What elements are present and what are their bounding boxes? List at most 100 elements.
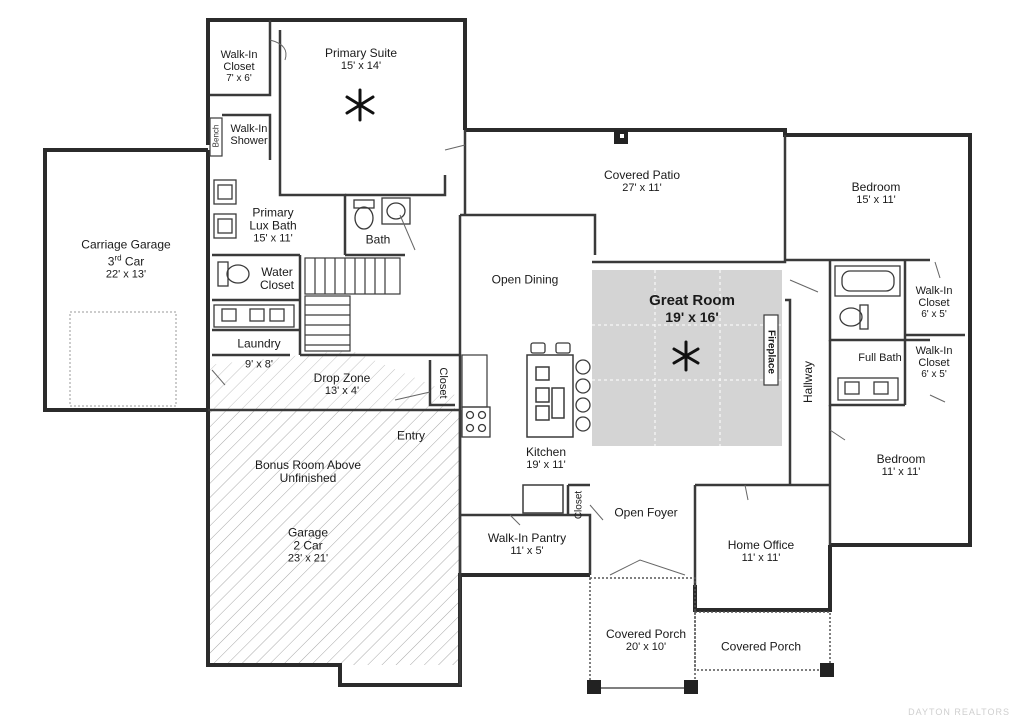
- room-dimension: 15' x 11': [253, 232, 293, 245]
- garage-hatch: [208, 410, 461, 665]
- room-name: Open Dining: [491, 272, 559, 287]
- room-open-foyer: Open Foyer: [614, 506, 677, 520]
- great-room-grid: [592, 270, 782, 446]
- room-dimension: 22' x 13': [105, 268, 147, 281]
- room-dimension: 19' x 11': [526, 459, 566, 471]
- exterior-walls: [43, 18, 972, 687]
- room-name-line2: Shower: [230, 135, 268, 147]
- room-name: Bedroom: [876, 452, 926, 466]
- room-name-line1: Water: [261, 265, 293, 279]
- room-name-line1: Walk-In: [915, 285, 953, 297]
- room-closet-drop: Closet: [437, 367, 449, 398]
- bathtub-icon: [834, 265, 901, 297]
- room-closet-foyer: Closet: [574, 491, 585, 519]
- room-name: Kitchen: [525, 445, 567, 459]
- room-dimension: 23' x 21': [287, 552, 329, 565]
- room-dimension: 13' x 4': [324, 385, 360, 397]
- refrigerator: [522, 484, 564, 514]
- watermark: DAYTON REALTORS: [908, 707, 1010, 717]
- ceiling-fan-icon: [345, 88, 700, 372]
- room-entry: Entry: [396, 428, 426, 443]
- room-walk-in-pantry: Walk-In Pantry 11' x 5': [488, 532, 566, 558]
- room-dimension: 6' x 5': [921, 309, 947, 320]
- room-name: Walk-In Pantry: [487, 531, 567, 545]
- porch-outlines: [589, 577, 831, 689]
- room-name: Laundry: [237, 336, 281, 351]
- fireplace: [763, 314, 779, 386]
- room-dimension: 9' x 8': [244, 358, 274, 371]
- room-sub-prefix: 3: [107, 254, 115, 269]
- room-name-line2: Unfinished: [279, 471, 337, 485]
- room-name-line2: Closet: [918, 357, 950, 369]
- room-garage: Garage 2 Car 23' x 21': [287, 526, 329, 566]
- room-drop-zone: Drop Zone 13' x 4': [314, 372, 371, 398]
- room-full-bath: Full Bath: [858, 352, 901, 364]
- room-name: Bedroom: [851, 180, 901, 194]
- room-home-office: Home Office 11' x 11': [728, 539, 794, 565]
- room-hallway: Hallway: [801, 361, 815, 403]
- room-dimension: 6' x 5': [921, 369, 947, 380]
- room-dimension: 15' x 14': [340, 60, 382, 72]
- room-name: Hallway: [801, 360, 815, 404]
- room-laundry-dim: 9' x 8': [245, 359, 273, 372]
- room-name: Carriage Garage: [81, 237, 171, 252]
- room-bonus-room: Bonus Room Above Unfinished: [255, 459, 361, 485]
- room-laundry: Laundry: [237, 336, 281, 351]
- room-name-line1: Walk-In: [230, 123, 268, 135]
- room-name: Drop Zone: [313, 371, 371, 385]
- room-walk-in-closet-b: Walk-In Closet 6' x 5': [916, 345, 953, 381]
- room-fireplace: Fireplace: [766, 330, 777, 374]
- room-great-room: Great Room 19' x 16': [649, 292, 735, 326]
- interior-walls: [208, 20, 965, 685]
- toilet-icon: [217, 199, 869, 330]
- room-name: Great Room: [649, 292, 735, 309]
- stove-icon: [461, 406, 491, 438]
- room-dimension: 7' x 6': [226, 73, 252, 84]
- room-sub-suffix: Car: [121, 254, 145, 269]
- room-name-line2: Closet: [259, 278, 295, 292]
- carriage-garage-door: [69, 311, 177, 407]
- room-name: Full Bath: [858, 352, 902, 364]
- column-post-icon: [587, 130, 834, 694]
- room-name: Home Office: [727, 538, 795, 552]
- kitchen-island: [526, 354, 574, 438]
- room-walk-in-shower: Walk-In Shower: [230, 123, 267, 147]
- room-dimension: 20' x 10': [625, 641, 667, 653]
- room-name: Primary Suite: [324, 46, 398, 60]
- drop-zone-hatch: [208, 350, 455, 410]
- room-walk-in-closet-primary: Walk-In Closet 7' x 6': [221, 49, 258, 85]
- room-name: Entry: [396, 428, 426, 443]
- room-name-line1: Primary: [252, 205, 294, 220]
- room-bath: Bath: [365, 232, 391, 247]
- kitchen-counter: [461, 354, 488, 408]
- room-dimension: 11' x 11': [741, 552, 781, 564]
- room-kitchen: Kitchen 19' x 11': [526, 446, 566, 472]
- room-sub-sup: rd: [114, 253, 122, 263]
- room-water-closet: Water Closet: [260, 266, 294, 292]
- room-covered-patio: Covered Patio 27' x 11': [604, 169, 680, 195]
- room-name: Bench: [211, 124, 221, 148]
- room-sub: 3rd Car: [107, 253, 145, 269]
- room-open-dining: Open Dining: [491, 272, 559, 287]
- room-dimension: 19' x 16': [665, 309, 719, 325]
- room-bedroom-2: Bedroom 11' x 11': [877, 453, 926, 479]
- room-name: Closet: [573, 490, 585, 520]
- room-name: Closet: [437, 367, 449, 399]
- room-carriage-garage: Carriage Garage 3rd Car 22' x 13': [81, 237, 171, 282]
- room-name: Covered Porch: [605, 627, 687, 641]
- room-name-line1: Walk-In: [220, 49, 258, 61]
- room-dimension: 27' x 11': [622, 182, 662, 194]
- room-name: Covered Patio: [603, 168, 681, 182]
- room-bedroom-1: Bedroom 15' x 11': [852, 181, 901, 207]
- room-covered-porch-main: Covered Porch 20' x 10': [606, 628, 686, 654]
- room-name-line2: Closet: [223, 61, 255, 73]
- bench: [209, 117, 223, 157]
- room-name: Bath: [365, 232, 391, 247]
- room-walk-in-closet-a: Walk-In Closet 6' x 5': [916, 285, 953, 321]
- sink-icon: [213, 179, 899, 401]
- room-primary-lux-bath: Primary Lux Bath 15' x 11': [249, 205, 296, 246]
- room-bench: Bench: [212, 125, 221, 148]
- room-name: Fireplace: [765, 330, 777, 374]
- room-dimension: 11' x 11': [881, 466, 921, 478]
